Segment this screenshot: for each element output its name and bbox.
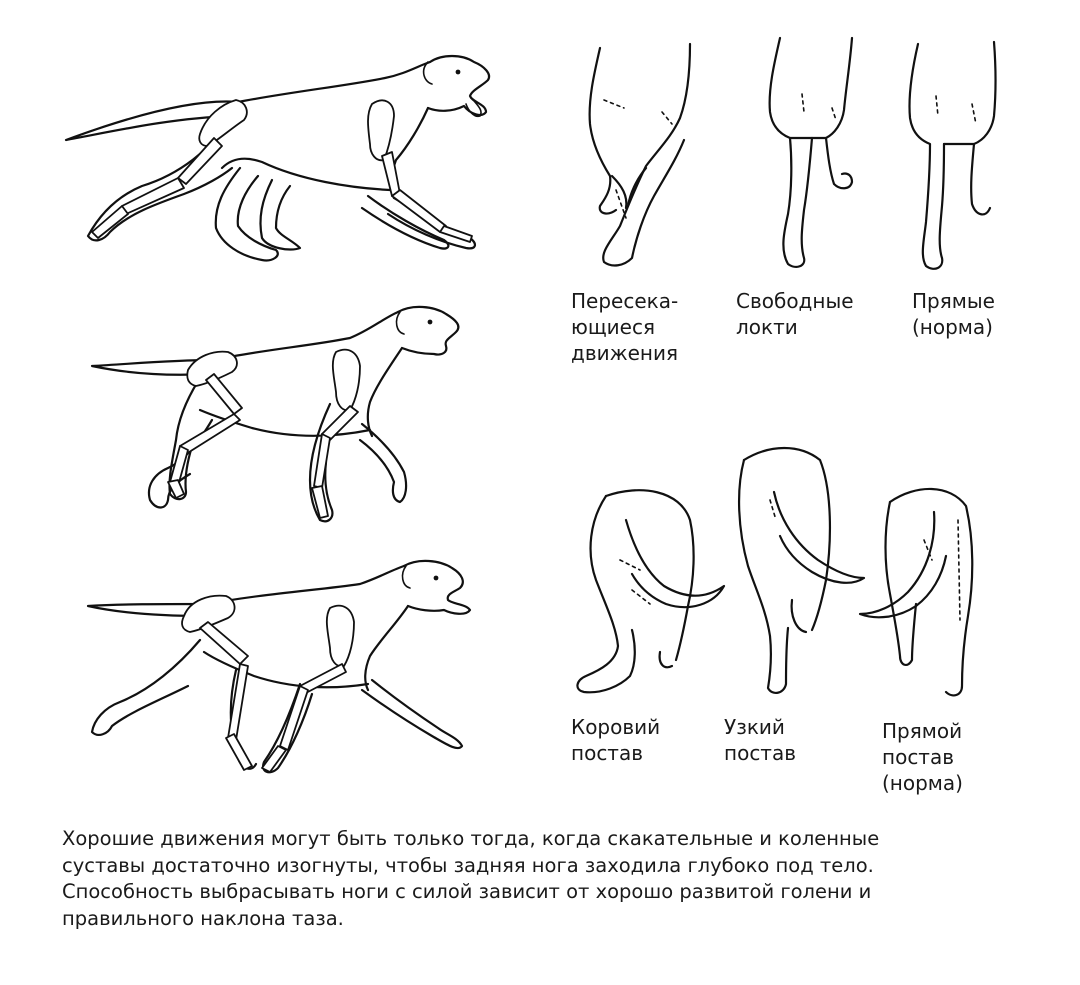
label-line: Свободные [736,289,854,313]
front-legs-straight-sketch [908,40,997,270]
label-line: (норма) [882,771,963,795]
label-straight-rear: Прямой постав (норма) [882,718,963,796]
label-line: постав [571,741,644,765]
label-line: движения [571,341,679,365]
label-cow-hocks: Коровий постав [571,714,660,766]
caption-paragraph: Хорошие движения могут быть только тогда… [62,826,1052,932]
front-legs-loose-elbows-sketch [768,36,854,268]
rear-legs-straight-sketch [858,487,974,697]
label-narrow-stance: Узкий постав [724,714,796,766]
label-line: локти [736,315,798,339]
dog-sketch-trot [90,305,460,523]
caption-line: Способность выбрасывать ноги с силой зав… [62,880,872,903]
label-line: постав [882,745,955,769]
label-straight-front: Прямые (норма) [912,288,995,340]
label-line: Узкий [724,715,785,739]
label-line: Пересека- [571,289,679,313]
label-line: Прямые [912,289,995,313]
rear-legs-narrow-sketch [738,446,866,694]
label-line: Прямой [882,719,963,743]
dog-sketch-extended-trot [86,559,472,774]
caption-line: Хорошие движения могут быть только тогда… [62,827,880,850]
rear-legs-cow-hocks-sketch [576,489,726,694]
label-crossing-movement: Пересека- ющиеся движения [571,288,678,366]
caption-line: суставы достаточно изогнуты, чтобы задня… [62,853,874,877]
caption-line: правильного наклона таза. [62,906,344,930]
dog-sketch-gallop [64,54,491,262]
label-line: (норма) [912,315,993,339]
label-loose-elbows: Свободные локти [736,288,854,340]
front-legs-crossing-sketch [588,42,692,267]
label-line: ющиеся [571,315,656,339]
label-line: постав [724,741,797,765]
label-line: Коровий [571,715,661,739]
